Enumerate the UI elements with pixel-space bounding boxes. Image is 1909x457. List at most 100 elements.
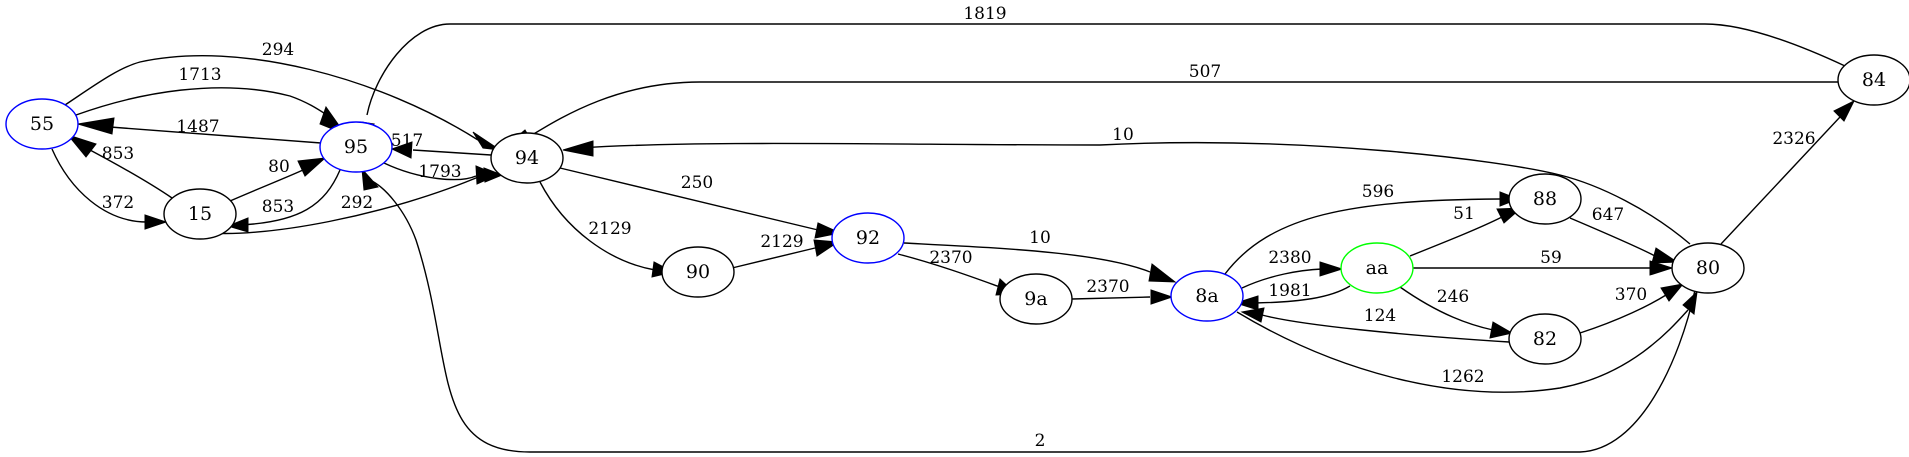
node-ellipse: [661, 246, 735, 298]
edge-weight-label: 1981: [1268, 281, 1311, 301]
edge-aa-to-82: 246: [1399, 286, 1514, 339]
node-label: 80: [1696, 257, 1720, 279]
edge-line: [897, 253, 1001, 288]
arrowhead: [1319, 261, 1344, 277]
edge-line: [383, 162, 477, 181]
node-8a[interactable]: 8a: [1170, 270, 1244, 322]
edge-line: [412, 149, 492, 156]
edge-weight-label: 507: [1189, 62, 1221, 82]
arrowhead: [472, 131, 501, 151]
edge-15-to-55: 853: [66, 134, 173, 199]
edge-weight-label: 853: [262, 197, 294, 217]
edge-weight-label: 10: [1112, 125, 1134, 145]
edge-line: [239, 169, 341, 226]
node-82[interactable]: 82: [1508, 313, 1582, 365]
edge-weight-label: 2129: [760, 232, 803, 252]
node-label: 92: [856, 227, 880, 249]
edge-15-to-95: 80: [229, 157, 327, 202]
node-label: 8a: [1195, 285, 1218, 307]
edge-line: [89, 149, 173, 199]
edge-line: [64, 55, 479, 141]
edge-weight-label: 124: [1364, 306, 1396, 326]
edge-aa-to-8a: 1981: [1234, 281, 1351, 311]
edge-weight-label: 51: [1453, 204, 1475, 224]
node-ellipse: [1671, 242, 1745, 294]
edge-line: [75, 87, 331, 118]
edge-weight-label: 647: [1592, 205, 1624, 225]
edge-15-to-94: 292: [199, 167, 504, 235]
edge-weight-label: 2380: [1268, 248, 1311, 268]
edge-55-to-94: 294: [64, 40, 501, 151]
arrowhead: [483, 167, 504, 183]
edge-line: [1254, 285, 1351, 304]
node-92[interactable]: 92: [831, 212, 905, 264]
edge-line: [1399, 286, 1494, 331]
node-9a[interactable]: 9a: [999, 273, 1073, 325]
node-94[interactable]: 94: [490, 132, 564, 184]
arrowhead: [297, 157, 327, 177]
edge-line: [1409, 216, 1503, 257]
edge-line: [1224, 198, 1501, 275]
edge-weight-label: 1793: [418, 162, 461, 182]
edge-84-to-95: 1819: [355, 4, 1846, 150]
node-ellipse: [999, 273, 1073, 325]
edge-line: [366, 23, 1846, 116]
arrowhead: [1148, 263, 1177, 283]
node-ellipse: [1340, 242, 1414, 294]
edge-line: [1236, 309, 1689, 393]
edge-line: [531, 81, 1839, 136]
edge-weight-label: 370: [1615, 285, 1647, 305]
node-ellipse: [163, 188, 237, 240]
arrowhead: [813, 239, 840, 257]
edge-84-to-94: 507: [504, 62, 1839, 147]
edge-line: [369, 179, 1696, 453]
edge-weight-label: 2370: [1086, 277, 1129, 297]
arrowhead: [562, 140, 594, 157]
node-55[interactable]: 55: [5, 98, 79, 150]
edge-line: [1579, 294, 1667, 334]
node-15[interactable]: 15: [163, 188, 237, 240]
edge-weight-label: 853: [102, 144, 134, 164]
edge-weight-label: 59: [1540, 248, 1562, 268]
node-label: 55: [30, 113, 54, 135]
node-80[interactable]: 80: [1671, 242, 1745, 294]
edge-line: [731, 247, 816, 269]
edge-8a-to-aa: 2380: [1241, 248, 1344, 289]
edge-weight-label: 2: [1035, 431, 1046, 451]
arrowhead: [144, 214, 168, 230]
node-aa[interactable]: aa: [1340, 242, 1414, 294]
node-label: 84: [1862, 69, 1886, 91]
node-ellipse: [319, 121, 393, 173]
edge-line: [1261, 314, 1510, 343]
arrowhead: [1234, 295, 1259, 311]
arrowhead: [390, 141, 413, 159]
edge-92-to-8a: 10: [903, 228, 1177, 283]
node-label: 9a: [1024, 288, 1047, 310]
edge-weight-label: 80: [268, 157, 290, 177]
edge-80-to-94: 10: [562, 125, 1691, 245]
edge-weight-label: 1262: [1441, 367, 1484, 387]
arrowhead: [1489, 321, 1514, 339]
node-label: aa: [1366, 257, 1389, 279]
edge-80-to-95: 2: [361, 167, 1696, 453]
edge-line: [51, 148, 148, 223]
arrowhead: [1150, 289, 1174, 305]
edge-82-to-8a: 124: [1240, 306, 1510, 343]
node-ellipse: [1837, 54, 1909, 106]
node-95[interactable]: 95: [319, 121, 393, 173]
edge-line: [579, 142, 1691, 245]
node-90[interactable]: 90: [661, 246, 735, 298]
edge-line: [1569, 217, 1656, 257]
edge-8a-to-88: 596: [1224, 182, 1520, 275]
node-label: 95: [344, 136, 368, 158]
node-88[interactable]: 88: [1508, 173, 1582, 225]
edge-95-to-15: 853: [226, 169, 341, 233]
edge-line: [199, 174, 484, 235]
edge-line: [1071, 296, 1151, 300]
edge-weight-label: 1487: [176, 117, 219, 137]
node-label: 94: [515, 147, 539, 169]
node-label: 82: [1533, 328, 1557, 350]
node-84[interactable]: 84: [1837, 54, 1909, 106]
edge-92-to-9a: 2370: [897, 248, 1018, 296]
